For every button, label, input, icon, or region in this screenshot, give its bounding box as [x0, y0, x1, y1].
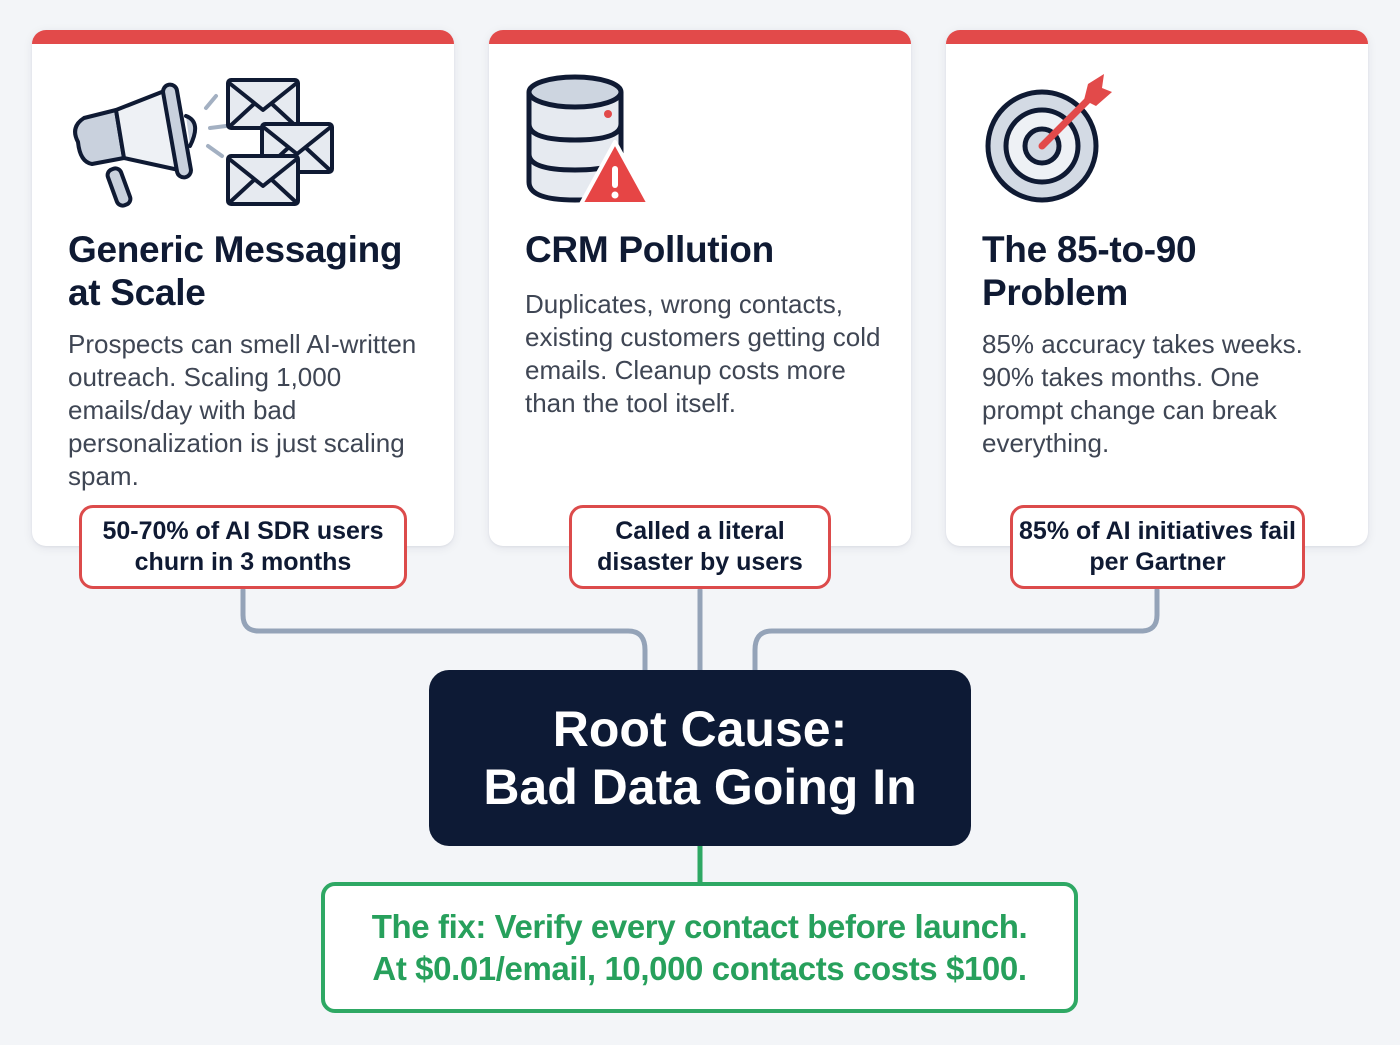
stat-badge-churn: 50-70% of AI SDR users churn in 3 months	[79, 505, 407, 589]
root-cause-line-1: Root Cause:	[552, 701, 848, 757]
root-cause-line-2: Bad Data Going In	[483, 759, 917, 815]
megaphone-with-envelopes-icon	[66, 72, 356, 212]
problem-card-crm-pollution: CRM Pollution Duplicates, wrong contacts…	[489, 30, 911, 546]
stat-badge-disaster: Called a literal disaster by users	[569, 505, 831, 589]
card-accent-bar	[489, 30, 911, 44]
card-title: Generic Messaging at Scale	[68, 229, 403, 313]
problem-card-85-to-90: The 85-to-90 Problem 85% accuracy takes …	[946, 30, 1368, 546]
database-warning-icon	[523, 72, 813, 212]
fix-line-2: At $0.01/email, 10,000 contacts costs $1…	[372, 949, 1027, 987]
card-accent-bar	[946, 30, 1368, 44]
problem-card-generic-messaging: Generic Messaging at Scale Prospects can…	[32, 30, 454, 546]
card-title: The 85-to-90 Problem	[982, 229, 1197, 313]
card-title: CRM Pollution	[525, 229, 774, 270]
connector-right	[752, 587, 1160, 673]
card-description: 85% accuracy takes weeks. 90% takes mont…	[982, 329, 1303, 458]
root-cause-box: Root Cause: Bad Data Going In	[429, 670, 971, 846]
fix-line-1: The fix: Verify every contact before lau…	[371, 907, 1028, 945]
fix-box: The fix: Verify every contact before lau…	[321, 882, 1078, 1013]
card-accent-bar	[32, 30, 454, 44]
stat-badge-gartner: 85% of AI initiatives fail per Gartner	[1010, 505, 1305, 589]
card-description: Duplicates, wrong contacts, existing cus…	[525, 289, 881, 418]
target-dart-icon	[980, 72, 1270, 212]
card-description: Prospects can smell AI-written outreach.…	[68, 329, 417, 491]
connector-left	[240, 587, 648, 673]
